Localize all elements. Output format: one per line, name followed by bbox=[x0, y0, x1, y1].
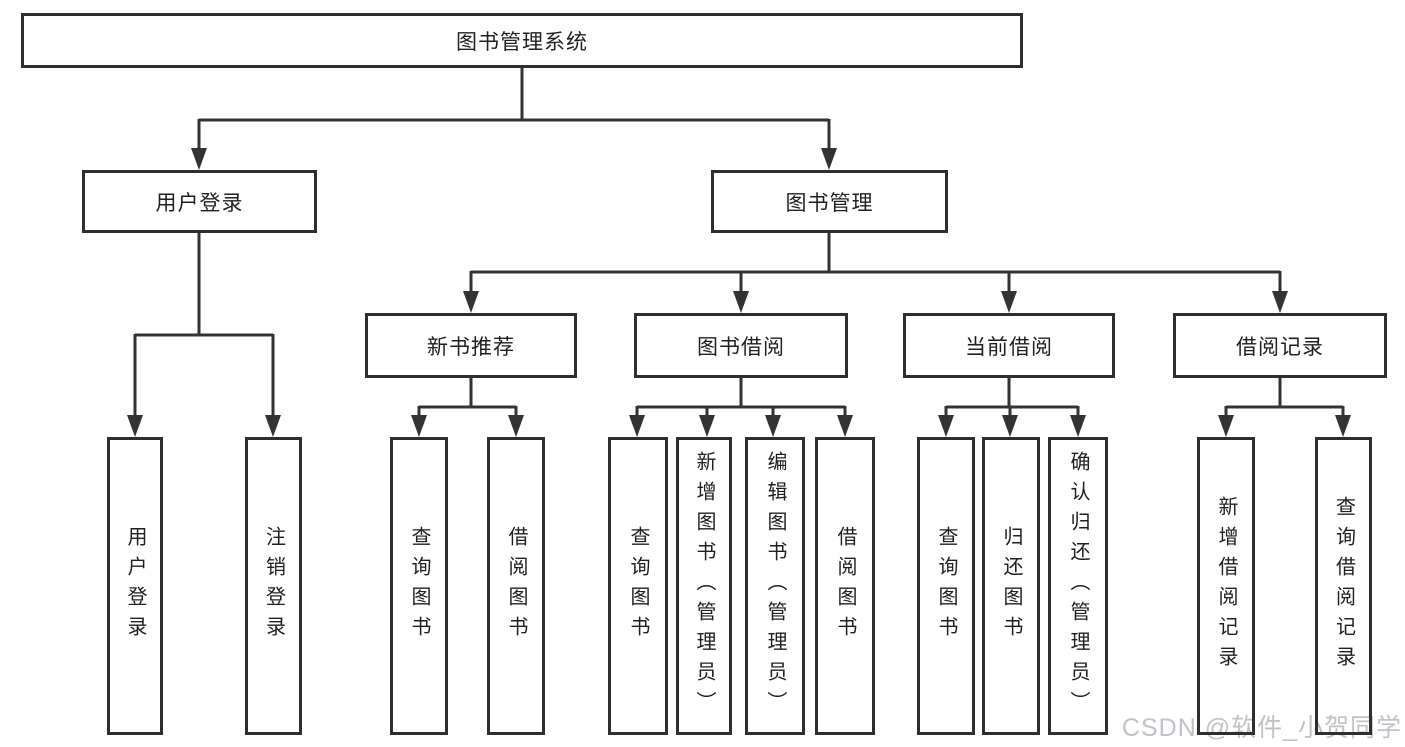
leaf-return-books: 归还图书 bbox=[982, 437, 1040, 735]
leaf-query-borrow-record: 查询借阅记录 bbox=[1315, 437, 1372, 735]
node-new-book-recommend: 新书推荐 bbox=[365, 313, 577, 378]
arrowhead-leaf-a1 bbox=[127, 415, 143, 437]
arrowhead-l3c bbox=[1001, 291, 1017, 313]
leaf-label: 注销登录 bbox=[262, 526, 285, 646]
arrowhead-l3b bbox=[733, 291, 749, 313]
leaf-label: 归还图书 bbox=[1000, 526, 1022, 646]
arrowhead-leaf-d2 bbox=[1002, 415, 1018, 437]
leaf-borrow-books-borrow: 借阅图书 bbox=[815, 437, 875, 735]
node-label: 新书推荐 bbox=[427, 335, 515, 359]
leaf-label: 查询借阅记录 bbox=[1332, 496, 1355, 676]
node-label: 图书管理系统 bbox=[456, 30, 588, 54]
arrowhead-user-login bbox=[191, 148, 207, 170]
leaf-query-books-borrow: 查询图书 bbox=[608, 437, 668, 735]
arrowhead-leaf-c3 bbox=[765, 415, 781, 437]
node-label: 图书借阅 bbox=[697, 335, 785, 359]
leaf-borrow-books-recommend: 借阅图书 bbox=[487, 437, 545, 735]
arrowhead-leaf-c1 bbox=[629, 415, 645, 437]
node-label: 图书管理 bbox=[785, 191, 874, 215]
leaf-label: 查询图书 bbox=[935, 526, 957, 646]
leaf-query-books-current: 查询图书 bbox=[917, 437, 975, 735]
leaf-label: 借阅图书 bbox=[505, 526, 527, 646]
leaf-label: 新增图书（管理员） bbox=[693, 451, 715, 721]
leaf-confirm-return-admin: 确认归还（管理员） bbox=[1048, 437, 1108, 735]
leaf-user-login: 用户登录 bbox=[107, 437, 163, 735]
arrowhead-leaf-c4 bbox=[837, 415, 853, 437]
arrowhead-leaf-b2 bbox=[508, 415, 524, 437]
node-user-login: 用户登录 bbox=[82, 170, 317, 233]
node-label: 用户登录 bbox=[155, 191, 244, 215]
node-book-borrow: 图书借阅 bbox=[634, 313, 848, 378]
leaf-logout-login: 注销登录 bbox=[245, 437, 302, 735]
leaf-label: 借阅图书 bbox=[834, 526, 856, 646]
csdn-watermark: CSDN @软件_小贺同学 bbox=[1121, 714, 1402, 742]
leaf-add-book-admin: 新增图书（管理员） bbox=[676, 437, 732, 735]
arrowhead-book-management bbox=[821, 148, 837, 170]
leaf-label: 新增借阅记录 bbox=[1215, 496, 1237, 676]
node-current-borrow: 当前借阅 bbox=[903, 313, 1115, 378]
leaf-label: 查询图书 bbox=[408, 526, 430, 646]
node-label: 当前借阅 bbox=[965, 335, 1053, 359]
arrowhead-leaf-d3 bbox=[1070, 415, 1086, 437]
leaf-label: 确认归还（管理员） bbox=[1067, 451, 1089, 721]
arrowhead-leaf-c2 bbox=[699, 415, 715, 437]
arrowhead-l3a bbox=[463, 291, 479, 313]
node-book-management: 图书管理 bbox=[711, 170, 948, 233]
leaf-add-borrow-record: 新增借阅记录 bbox=[1197, 437, 1255, 735]
node-borrow-records: 借阅记录 bbox=[1173, 313, 1387, 378]
leaf-label: 用户登录 bbox=[124, 526, 146, 646]
arrowhead-leaf-a2 bbox=[265, 415, 281, 437]
arrowhead-leaf-d1 bbox=[938, 415, 954, 437]
node-label: 借阅记录 bbox=[1236, 335, 1324, 359]
arrowhead-l3d bbox=[1272, 291, 1288, 313]
arrowhead-leaf-b1 bbox=[411, 415, 427, 437]
leaf-edit-book-admin: 编辑图书（管理员） bbox=[745, 437, 805, 735]
leaf-query-books-recommend: 查询图书 bbox=[390, 437, 448, 735]
leaf-label: 编辑图书（管理员） bbox=[764, 451, 786, 721]
arrowhead-leaf-e1 bbox=[1218, 415, 1234, 437]
leaf-label: 查询图书 bbox=[627, 526, 649, 646]
arrowhead-leaf-e2 bbox=[1335, 415, 1351, 437]
node-library-management-system: 图书管理系统 bbox=[21, 13, 1023, 68]
